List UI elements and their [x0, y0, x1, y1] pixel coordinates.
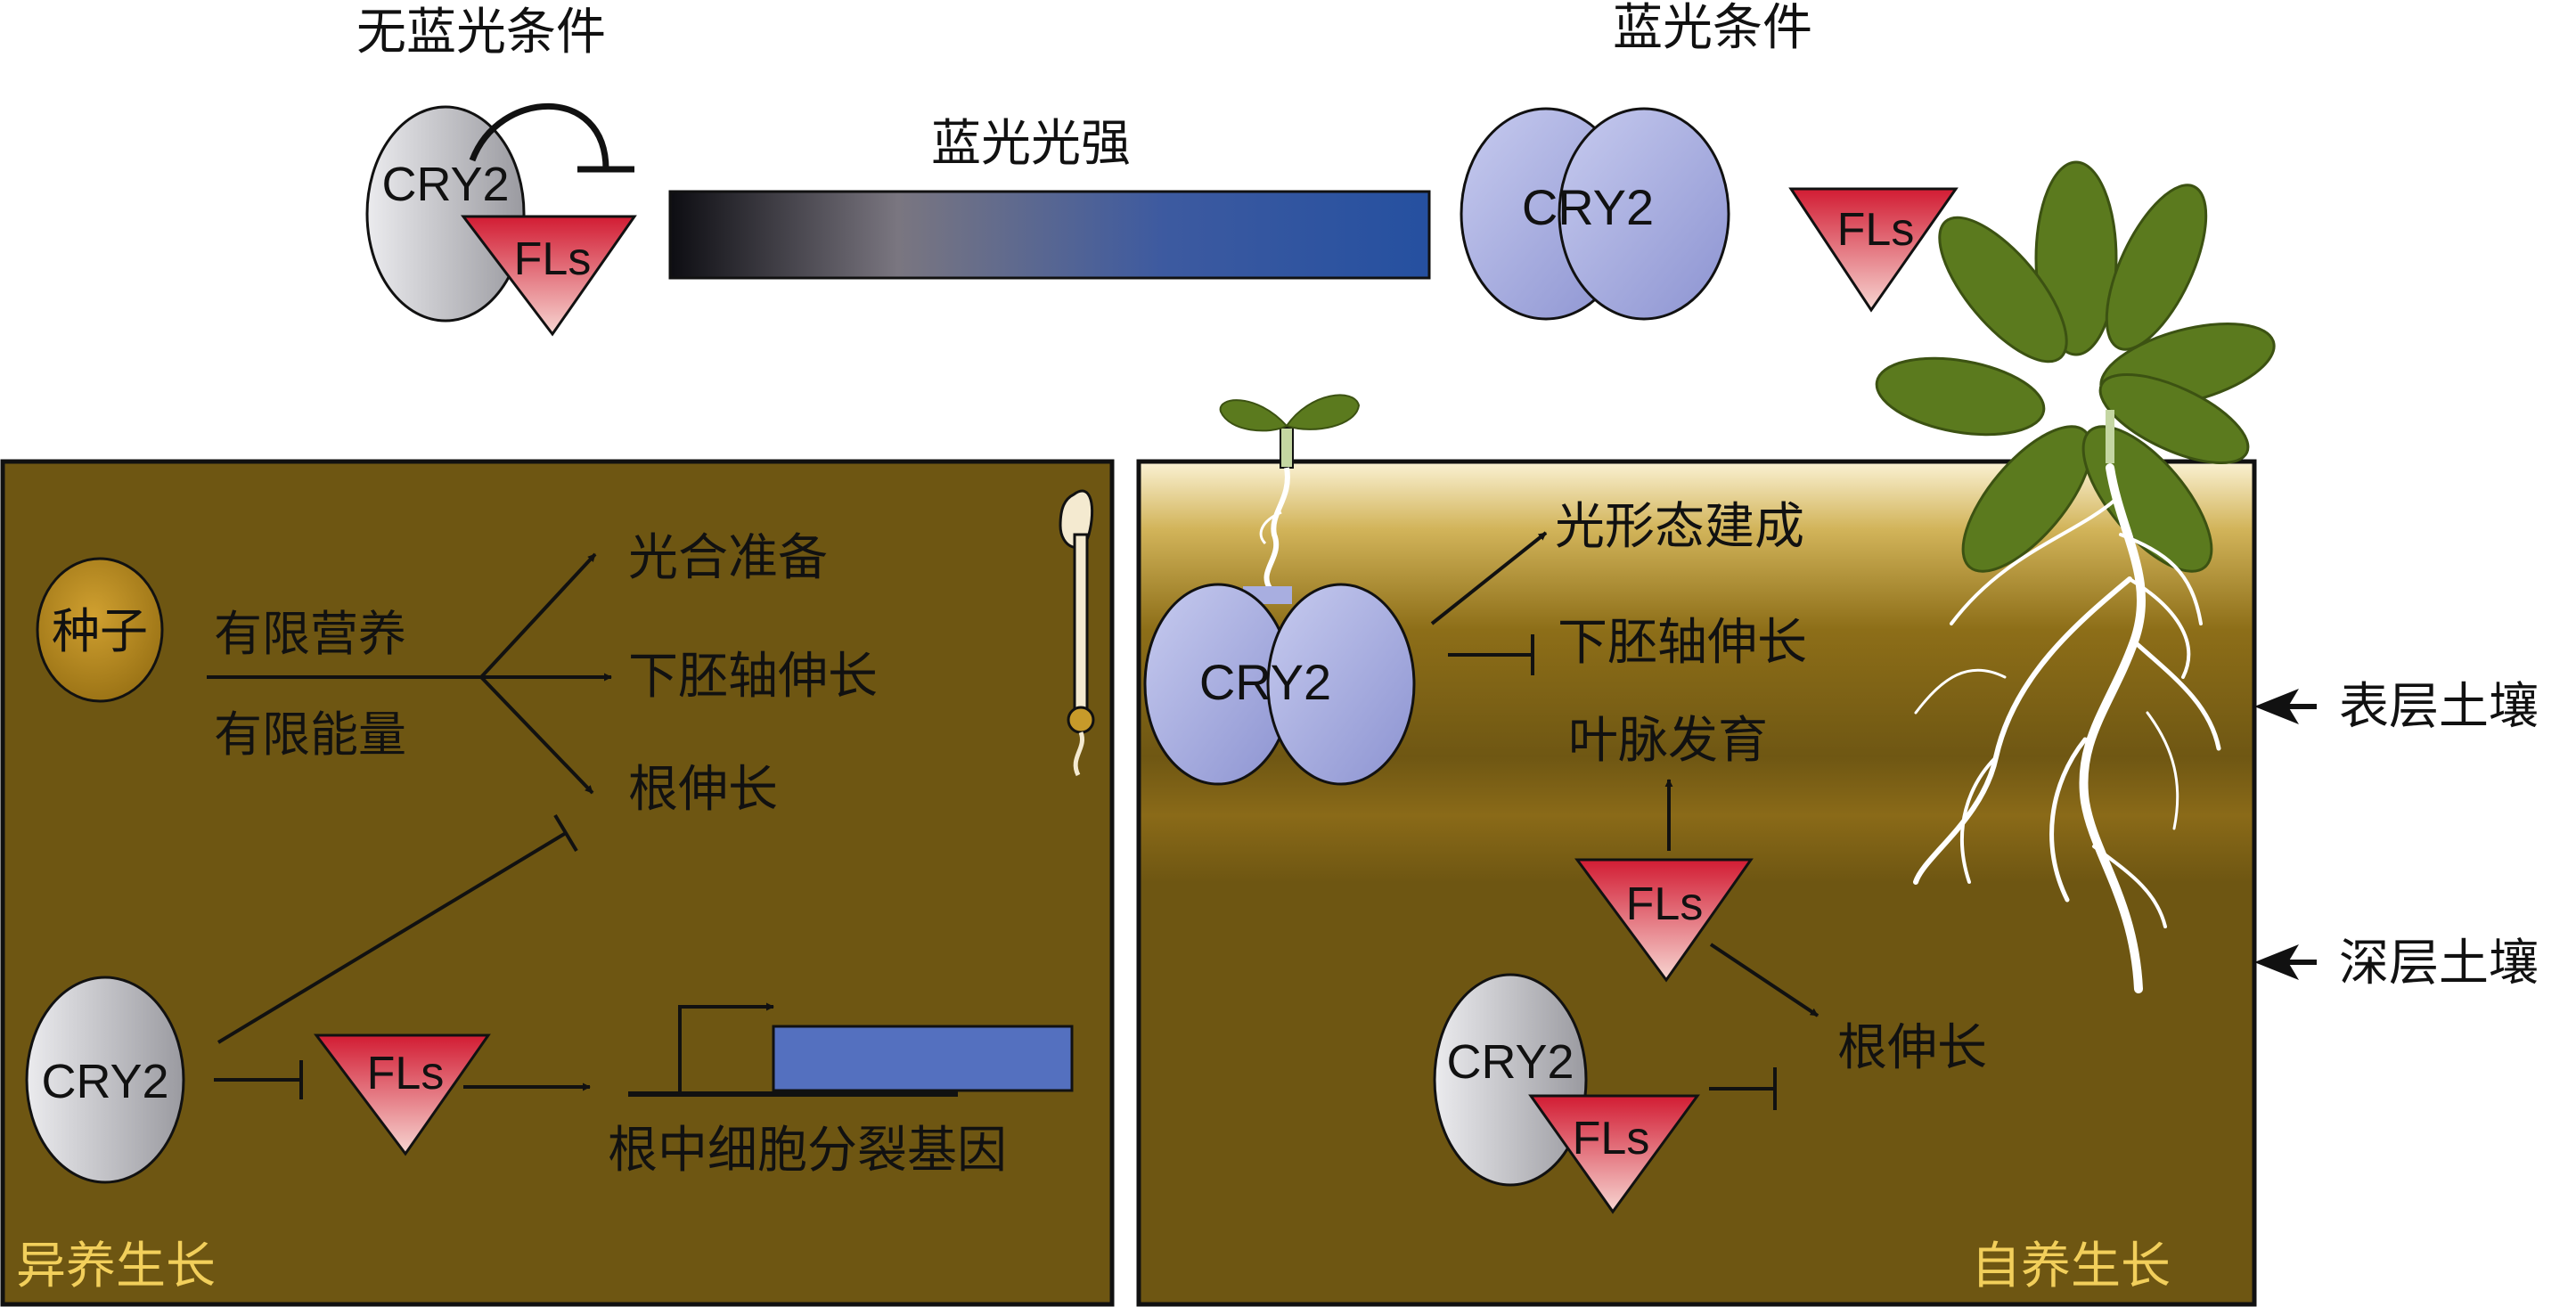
hypocotyl-elongation-label: 下胚轴伸长 [628, 648, 878, 706]
seed-coat [1067, 706, 1095, 734]
autotrophic-caption: 自养生长 [1971, 1238, 2171, 1295]
cry2-label-left: CRY2 [41, 1055, 168, 1108]
fls-label-right: FLs [1626, 878, 1704, 930]
fls-label-free: FLs [1837, 204, 1915, 256]
photosynthesis-prep-label: 光合准备 [628, 529, 828, 587]
intensity-label: 蓝光光强 [931, 115, 1131, 173]
cry2-grey-left [25, 976, 185, 1184]
limited-nutrition-label: 有限营养 [214, 606, 406, 662]
gene-box [772, 1025, 1074, 1092]
seed-label: 种子 [52, 603, 148, 659]
fls-triangle-deep [1528, 1094, 1700, 1214]
root-elongation-label: 根伸长 [628, 761, 778, 819]
rosette-plant [1875, 160, 2276, 573]
seedling-root [1263, 467, 1290, 590]
deep-soil-label: 深层土壤 [2339, 935, 2539, 993]
inhibition-loop [469, 102, 609, 170]
etiolated-hypocotyl [1073, 533, 1089, 723]
leaf [2081, 425, 2213, 573]
cry2-grey-deep [1433, 973, 1588, 1187]
cell-division-gene-label: 根中细胞分裂基因 [608, 1122, 1007, 1180]
photomorphogenesis-label: 光形态建成 [1555, 498, 1804, 556]
cry2-blue-panel-right [1266, 583, 1416, 786]
hypocotyl-label-right: 下胚轴伸长 [1558, 614, 1807, 672]
heterotrophic-caption: 异养生长 [16, 1238, 216, 1295]
fls-triangle-left [313, 1033, 491, 1156]
leaf [1961, 425, 2093, 573]
leaf [1875, 356, 2046, 437]
cry2-inhibit-root-bar [553, 813, 578, 853]
surface-soil-arrow [2254, 689, 2299, 724]
surface-soil-label: 表层土壤 [2339, 678, 2539, 736]
seed-icon [36, 557, 164, 703]
small-seedling [1219, 394, 1361, 590]
left-panel-background [0, 459, 1115, 1307]
root-system [1913, 463, 2221, 993]
arrow-to-photosynthesis [479, 552, 597, 679]
fls-triangle-dark [460, 215, 637, 337]
leaf [1938, 216, 2068, 364]
fls-label-deep: FLs [1573, 1113, 1650, 1164]
plant-stem [2106, 410, 2114, 463]
no-blue-light-title: 无蓝光条件 [356, 4, 606, 61]
seedling-root-branch [1259, 511, 1282, 545]
cry2-label-dark: CRY2 [381, 158, 509, 211]
right-panel-autotrophic: CRY2 光形态建成 下胚轴伸长 叶脉发育 FLs CRY2 FLs 根伸长 自… [1136, 160, 2276, 1307]
deep-soil-arrow [2254, 944, 2299, 980]
fls-to-root-arrow [1709, 943, 1820, 1017]
dark-complex: CRY2 FLs [365, 102, 637, 337]
blue-light-intensity-bar [668, 190, 1431, 280]
fls-triangle-free [1788, 187, 1959, 313]
root-elongation-right-label: 根伸长 [1837, 1019, 1987, 1077]
transcription-start-arrow [678, 1002, 774, 1094]
fls-label-dark: FLs [514, 233, 592, 285]
cry2-blue-right [1558, 107, 1730, 321]
blue-light-title: 蓝光条件 [1613, 0, 1812, 57]
cry2-label-blue: CRY2 [1522, 179, 1654, 235]
seedling-leaf-right [1285, 394, 1361, 430]
cry2-grey-dark [365, 105, 526, 323]
blue-complex: CRY2 FLs [1460, 107, 1959, 321]
leaf [2098, 372, 2250, 465]
cry2-inhibit-root-line [217, 831, 568, 1044]
seedling-leaf-left [1219, 399, 1288, 432]
cry2-label-deep: CRY2 [1446, 1035, 1574, 1089]
fls-triangle-right [1574, 858, 1754, 983]
dark-root [1073, 731, 1084, 777]
left-panel-heterotrophic: 种子 有限营养 有限能量 光合准备 下胚轴伸长 根伸长 CRY2 FLs 根中细… [0, 459, 1115, 1307]
seedling-stem [1280, 427, 1294, 469]
limited-energy-label: 有限能量 [214, 707, 406, 763]
leaf [2105, 184, 2208, 351]
cry2-to-photomorph-arrow [1430, 531, 1548, 625]
vein-development-label: 叶脉发育 [1568, 712, 1768, 770]
arrow-to-root [479, 675, 594, 795]
fls-label-left: FLs [367, 1048, 445, 1099]
cry2-label-panel: CRY2 [1199, 654, 1331, 710]
